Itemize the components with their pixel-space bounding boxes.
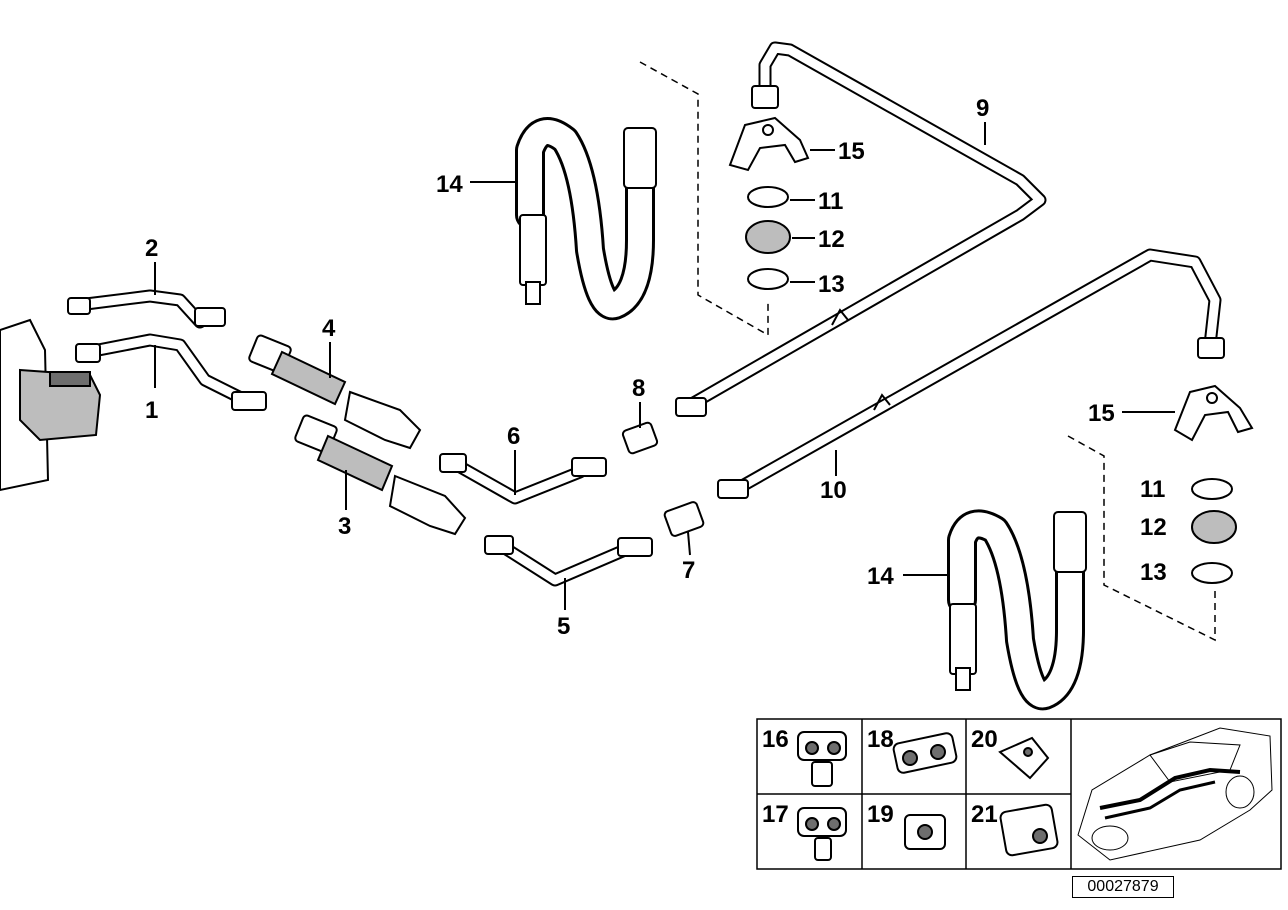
washer-11-lower [1191,478,1233,500]
grommet-12-upper [745,220,791,254]
brake-pipe-6 [439,453,607,505]
callout-6: 6 [507,423,520,450]
callout-1: 1 [145,397,158,424]
washer-13-upper [747,268,789,290]
clip-label-20: 20 [971,726,998,753]
callout-2: 2 [145,235,158,262]
flex-hose-14-upper [515,117,657,321]
clip-16 [797,731,847,787]
clip-panel: 16 18 20 17 19 21 [756,718,1282,870]
union-nut-7 [663,501,705,537]
union-nut-8 [621,421,659,455]
callout-10: 10 [820,477,847,504]
clip-19 [904,814,946,850]
car-location-thumbnail [1077,727,1273,861]
callout-12-upper: 12 [818,226,845,253]
clip-label-21: 21 [971,801,998,828]
brake-pipe-1 [75,333,267,411]
brake-pipe-2 [67,289,226,329]
callout-15-upper: 15 [838,138,865,165]
brake-unit [0,318,102,492]
callout-4: 4 [322,315,336,342]
callout-9: 9 [976,95,989,122]
bracket-15-lower [1173,384,1254,442]
callout-15-lower: 15 [1088,400,1115,427]
callout-14-upper: 14 [436,171,463,198]
flex-hose-14-lower [947,509,1087,711]
callout-13-upper: 13 [818,271,845,298]
callout-14-lower: 14 [867,563,894,590]
callout-12-lower: 12 [1140,514,1167,541]
bracket-15-upper [728,116,810,172]
clip-17 [797,807,847,861]
clip-18 [892,732,958,774]
brake-pipe-9 [675,41,1047,417]
callout-8: 8 [632,375,645,402]
flex-hose-4 [248,334,422,450]
washer-13-lower [1191,562,1233,584]
clip-label-17: 17 [762,801,789,828]
callout-3: 3 [338,513,351,540]
callout-7: 7 [682,557,695,584]
callout-11-lower: 11 [1140,476,1165,503]
clip-label-18: 18 [867,726,894,753]
clip-21 [999,803,1059,857]
diagram-id: 00027879 [1072,876,1174,898]
callout-5: 5 [557,613,570,640]
callout-11-upper: 11 [818,188,843,215]
dashed-leader-upper [639,61,769,337]
clip-20 [998,736,1050,780]
clip-label-16: 16 [762,726,789,753]
brake-pipe-10 [717,248,1225,499]
dashed-leader-lower [1067,435,1216,642]
leader-lines [154,122,1175,610]
callout-13-lower: 13 [1140,559,1167,586]
washer-11-upper [747,186,789,208]
clip-label-19: 19 [867,801,894,828]
brake-pipe-5 [484,535,653,587]
flex-hose-3 [294,414,467,536]
grommet-12-lower [1191,510,1237,544]
